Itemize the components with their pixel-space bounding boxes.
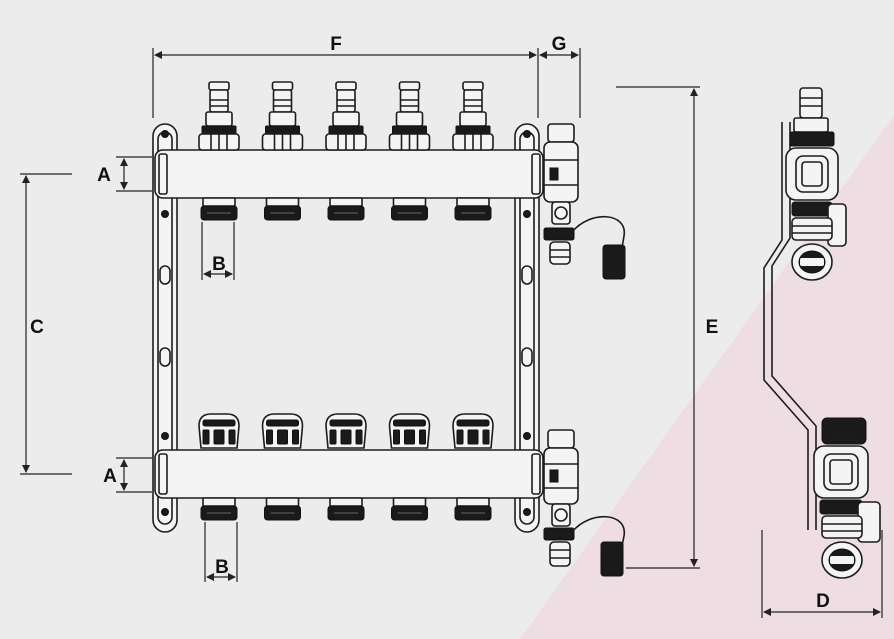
right-mounting-bracket: [514, 123, 540, 533]
side-bracket-profile: [763, 122, 809, 530]
bottom-flowmeter-1: [198, 413, 240, 449]
bottom-flowmeter-3: [325, 413, 367, 449]
front-view: [152, 81, 626, 577]
background-accent-triangle: [520, 115, 894, 639]
bottom-outlet-2: [264, 497, 301, 521]
left-mounting-bracket: [152, 123, 178, 533]
top-manifold-bar: [154, 149, 544, 199]
top-valve-4: [388, 81, 431, 151]
label-a-top: A: [97, 165, 111, 186]
bottom-outlet-1: [200, 497, 238, 521]
bottom-outlet-5: [454, 497, 492, 521]
top-valve-2: [261, 81, 304, 151]
top-outlet-5: [454, 197, 492, 221]
bottom-flowmeter-row: [198, 413, 494, 449]
bottom-flowmeter-4: [388, 413, 431, 449]
top-valve-5: [452, 81, 494, 151]
side-view: [763, 87, 881, 579]
bottom-manifold-bar: [154, 449, 544, 499]
side-bottom-assembly: [813, 417, 881, 579]
label-a-bottom: A: [103, 466, 117, 487]
top-outlet-1: [200, 197, 238, 221]
label-d: D: [816, 591, 830, 612]
bottom-outlet-row: [200, 497, 492, 521]
label-c: C: [30, 317, 44, 338]
label-e: E: [706, 317, 719, 338]
label-f: F: [330, 34, 342, 55]
top-outlet-3: [327, 197, 365, 221]
side-top-assembly: [785, 87, 847, 281]
top-end-fitting: [543, 123, 626, 280]
bottom-flowmeter-5: [452, 413, 494, 449]
label-b-bottom: B: [215, 557, 229, 578]
top-valve-1: [198, 81, 240, 151]
bottom-end-fitting: [543, 429, 625, 577]
top-outlet-row: [200, 197, 492, 221]
bottom-flowmeter-2: [261, 413, 304, 449]
top-outlet-2: [264, 197, 301, 221]
dimension-lines: F G A A B B C E D: [20, 34, 883, 618]
top-valve-3: [325, 81, 367, 151]
bottom-outlet-3: [327, 497, 365, 521]
label-g: G: [552, 34, 567, 55]
bottom-outlet-4: [391, 497, 428, 521]
top-valve-row: [198, 81, 494, 151]
top-outlet-4: [391, 197, 428, 221]
label-b-top: B: [212, 254, 226, 275]
